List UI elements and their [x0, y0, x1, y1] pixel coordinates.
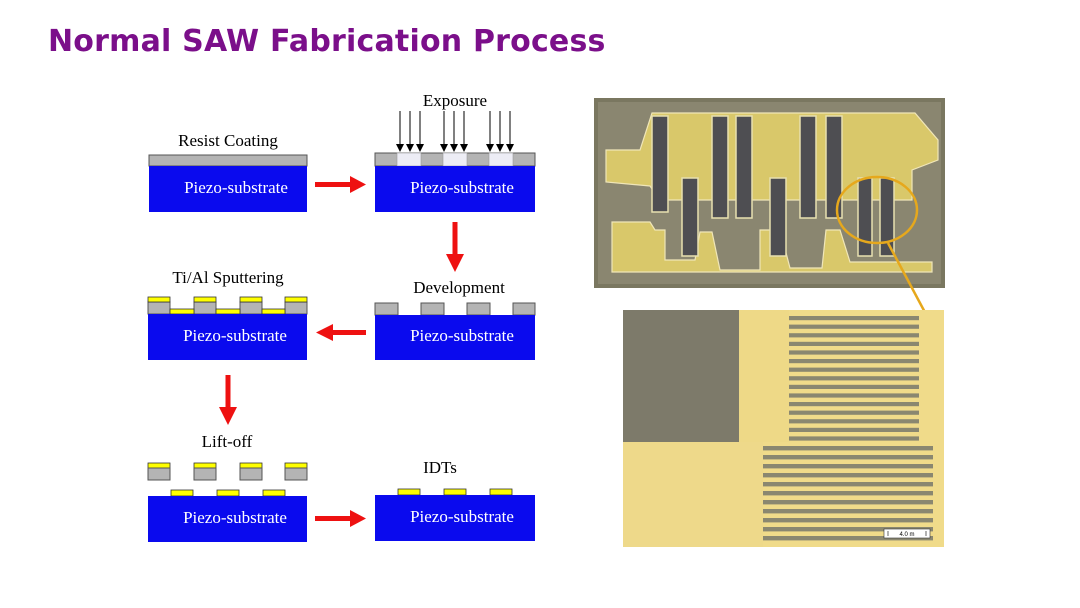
finger-gap [763, 536, 933, 541]
finger-gap [789, 410, 919, 415]
substrate-label: Piezo-substrate [184, 178, 288, 197]
finger-gap [789, 384, 919, 389]
resist-pillars [147, 301, 308, 315]
exposed-regions [396, 152, 514, 167]
finger-gap [789, 419, 919, 424]
substrate-block [148, 314, 307, 360]
step-liftoff: Lift-off Piezo-substrate [147, 432, 308, 542]
step-label-exposure: Exposure [423, 91, 487, 110]
page-title: Normal SAW Fabrication Process [48, 24, 606, 59]
resist-layer [148, 154, 308, 167]
finger-gap [763, 518, 933, 523]
interdigital-fingers-top [789, 316, 919, 441]
developed-resist [374, 302, 536, 316]
finger-gap [789, 350, 919, 355]
finger-gap [789, 316, 919, 321]
step-label-idts: IDTs [423, 458, 457, 477]
step-idts: IDTs Piezo-substrate [375, 458, 535, 541]
substrate-block [375, 166, 535, 212]
finger-gap [789, 393, 919, 398]
finger-gap [763, 482, 933, 487]
metal-caps [147, 296, 308, 315]
finger-gap [789, 324, 919, 329]
device-micrograph [594, 98, 945, 288]
zoomed-micrograph: 4.0 m [623, 310, 944, 547]
step-label-sputtering: Ti/Al Sputtering [172, 268, 284, 287]
step-label-resist-coating: Resist Coating [178, 131, 278, 150]
metal-electrodes [170, 489, 286, 497]
step-resist-coating: Resist Coating Piezo-substrate [148, 131, 308, 212]
finger-gap [789, 376, 919, 381]
finger-gap [789, 436, 919, 441]
substrate-block [375, 315, 535, 360]
finger-gap [763, 464, 933, 469]
step-label-development: Development [413, 278, 505, 297]
finger-gap [763, 491, 933, 496]
idt-electrodes [397, 488, 513, 496]
finger-gap [789, 427, 919, 432]
finger-gap [789, 402, 919, 407]
finger-gap [763, 446, 933, 451]
finger-gap [763, 527, 933, 532]
substrate-label: Piezo-substrate [183, 508, 287, 527]
zoom-connector-line [886, 242, 930, 319]
finger-gap [789, 333, 919, 338]
arrow-down-2 [219, 375, 237, 425]
arrow-right-2 [315, 510, 366, 527]
finger-gap [763, 455, 933, 460]
substrate-label: Piezo-substrate [410, 326, 514, 345]
substrate-label: Piezo-substrate [183, 326, 287, 345]
arrow-left-1 [316, 324, 366, 341]
arrow-right-1 [315, 176, 366, 193]
highlight-ellipse [835, 175, 919, 245]
substrate-block [149, 166, 307, 212]
finger-gap [789, 367, 919, 372]
substrate-block [375, 495, 535, 541]
substrate-block [148, 496, 307, 542]
finger-gap [763, 473, 933, 478]
step-sputtering: Ti/Al Sputtering Piezo-substrate [147, 268, 308, 360]
finger-gap [763, 509, 933, 514]
finger-gap [763, 500, 933, 505]
arrow-down-1 [446, 222, 464, 272]
interdigital-fingers-bottom [763, 446, 933, 541]
finger-gap [789, 359, 919, 364]
finger-gap [789, 341, 919, 346]
exposure-light-arrows [396, 111, 514, 152]
step-label-liftoff: Lift-off [202, 432, 253, 451]
scale-bar: 4.0 m [883, 528, 931, 539]
substrate-label: Piezo-substrate [410, 507, 514, 526]
step-development: Development Piezo-substrate [374, 278, 536, 360]
scale-bar-label: 4.0 m [899, 532, 914, 538]
step-exposure: Exposure Piezo-substrate [374, 91, 536, 212]
idt-fingers [651, 115, 895, 257]
substrate-label: Piezo-substrate [410, 178, 514, 197]
lifted-resist-pieces [147, 462, 308, 481]
